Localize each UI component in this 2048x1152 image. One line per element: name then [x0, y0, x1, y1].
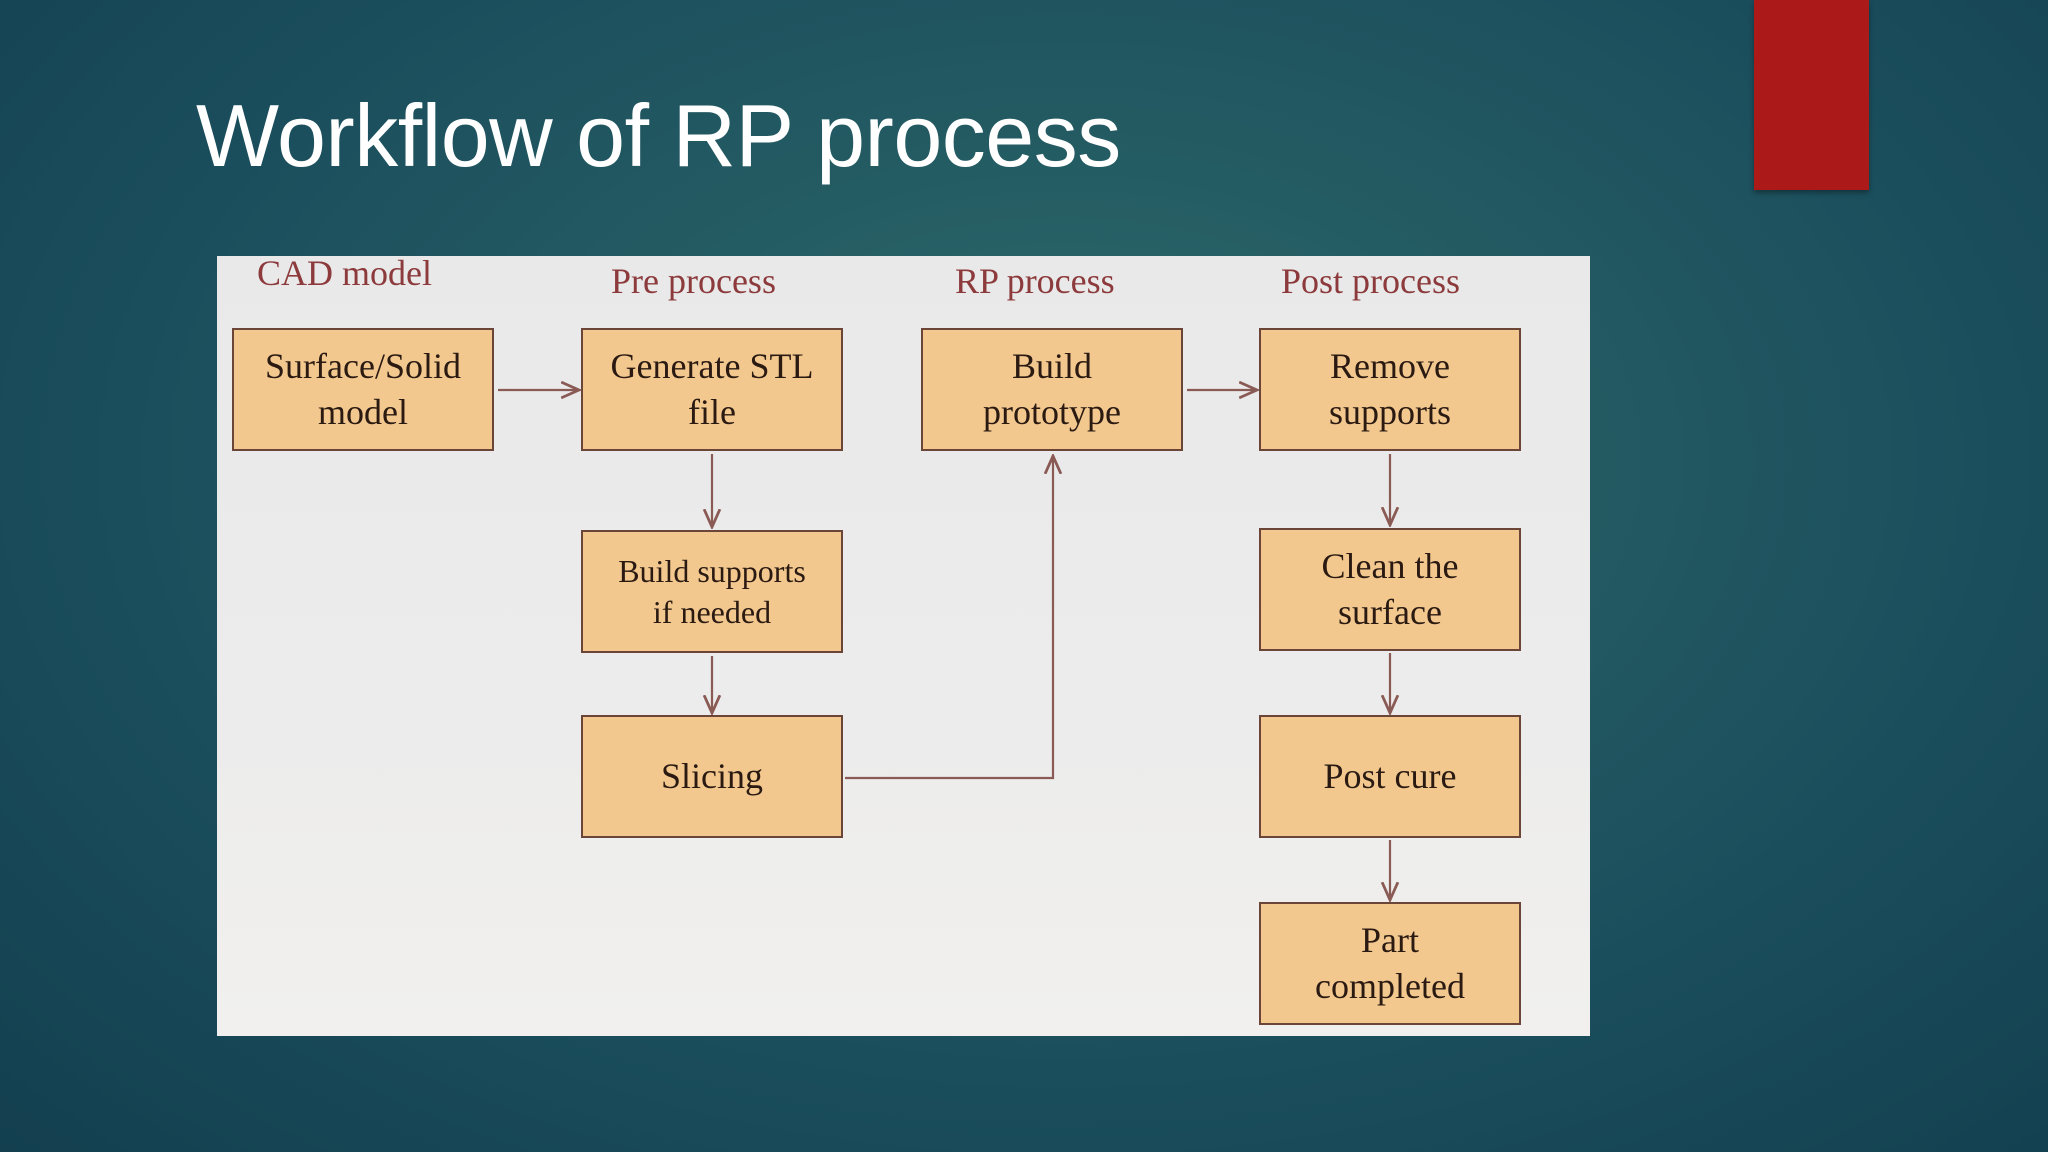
workflow-diagram: CAD model Pre process RP process Post pr… [217, 256, 1590, 1036]
node-post-cure: Post cure [1259, 715, 1521, 838]
connector-layer [498, 256, 1590, 1036]
column-label-cad-model: CAD model [257, 256, 432, 293]
accent-bar [1754, 0, 1869, 190]
edge-slicing-to-prototype [845, 456, 1053, 780]
column-label-post-process: Post process [1281, 261, 1460, 301]
column-label-rp-process: RP process [955, 261, 1115, 301]
column-label-pre-process: Pre process [611, 261, 776, 301]
slide-title: Workflow of RP process [196, 86, 1121, 185]
node-slicing: Slicing [581, 715, 843, 838]
